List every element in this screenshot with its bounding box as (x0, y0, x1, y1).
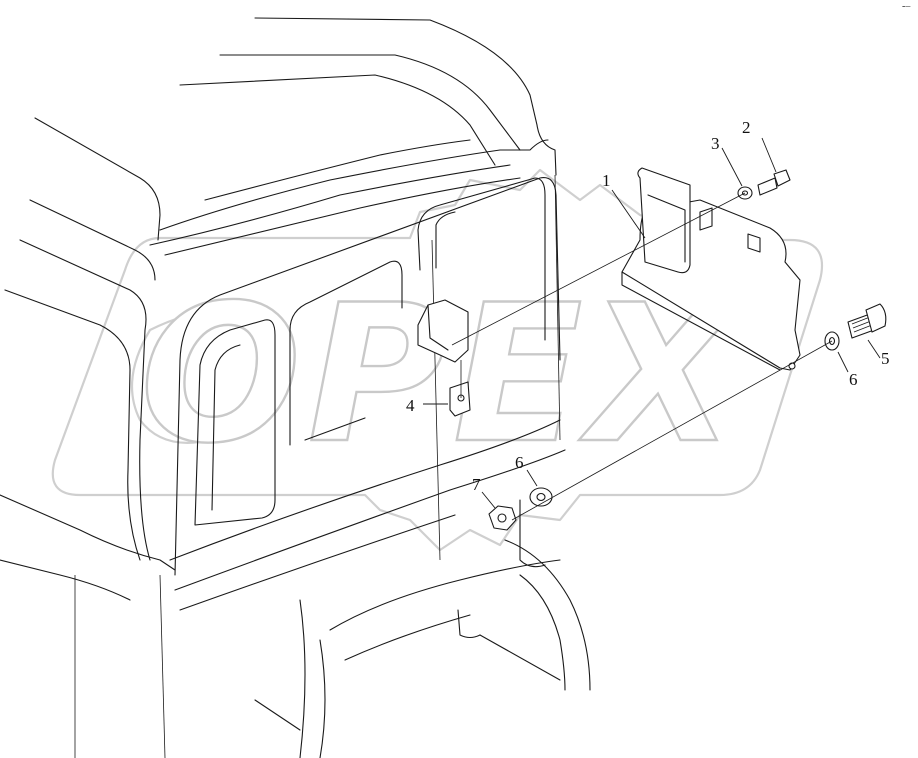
callout-3: 3 (711, 134, 720, 153)
callout-1: 1 (602, 171, 611, 190)
callout-2: 2 (742, 118, 751, 137)
part-4-bracket (417, 299, 471, 417)
callout-6-upper: 6 (849, 370, 858, 389)
callout-4: 4 (406, 396, 415, 415)
part-5-bolt (847, 303, 887, 339)
truck-cab (0, 17, 591, 758)
callout-6-lower: 6 (515, 453, 524, 472)
part-2-bolt (757, 169, 791, 196)
callout-5: 5 (881, 349, 890, 368)
corner-mark: -– (902, 1, 911, 12)
watermark-text: OPEX (140, 264, 744, 485)
callout-7: 7 (472, 475, 481, 494)
callout-leaders (423, 137, 881, 509)
part-1-deflector-panel (621, 167, 801, 371)
part-7-nut (488, 505, 517, 531)
part-6-washer-lower (529, 487, 553, 507)
assembly-axis-lines (451, 192, 833, 521)
watermark-logo: OPEX (51, 168, 824, 552)
